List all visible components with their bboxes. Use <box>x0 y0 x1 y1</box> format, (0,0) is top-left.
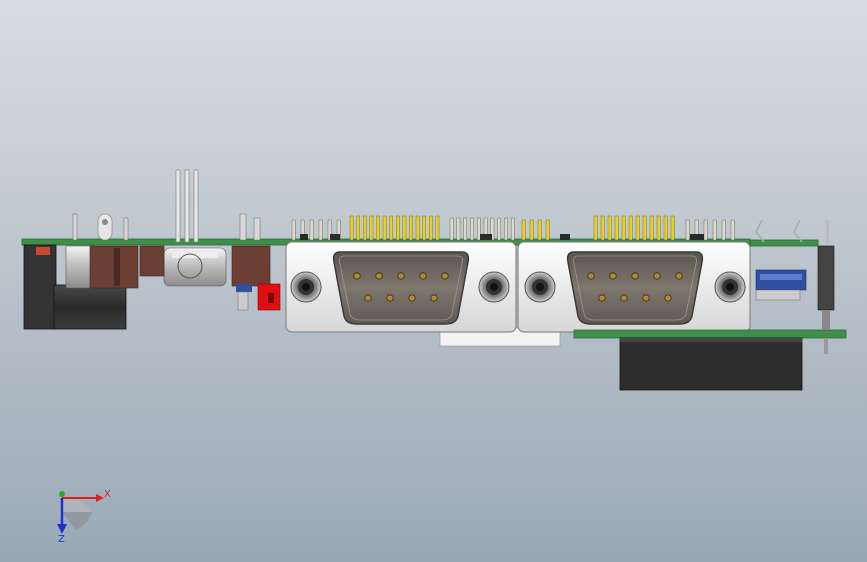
component-pin <box>318 219 323 241</box>
component-pin <box>470 217 474 241</box>
jackscrew-nut <box>714 271 746 303</box>
pin-hole <box>408 294 416 302</box>
component-pin <box>685 219 690 241</box>
pin-hole <box>664 294 672 302</box>
smd-chip <box>300 234 308 240</box>
component-pin <box>593 215 598 241</box>
component-pin <box>435 215 440 241</box>
smd-chip <box>560 234 570 240</box>
component-pin <box>291 219 296 241</box>
component-pin <box>600 215 605 241</box>
view-orientation-triad-icon[interactable]: X Z <box>57 489 111 545</box>
component-pin <box>712 219 717 241</box>
component-pin <box>369 215 374 241</box>
component-pin <box>382 215 387 241</box>
component-pin <box>511 217 515 241</box>
axis-x-label: X <box>104 489 111 500</box>
pin-hole <box>353 272 361 280</box>
component-pin <box>537 219 542 241</box>
pin-hole <box>430 294 438 302</box>
component-pin <box>349 215 354 241</box>
smd-chip <box>690 234 704 240</box>
pin-hole <box>653 272 661 280</box>
pin-hole <box>598 294 606 302</box>
db9-connector-1 <box>285 241 561 347</box>
component-pin <box>607 215 612 241</box>
component-pin <box>409 215 413 241</box>
component-pin <box>463 217 468 241</box>
component-pin <box>663 215 668 241</box>
pin-hole <box>375 272 383 280</box>
mini-din-connector <box>139 245 227 287</box>
smd-chip <box>480 234 492 240</box>
component-pin <box>429 215 433 241</box>
component-pin <box>545 219 550 241</box>
component-pin <box>402 215 407 241</box>
component-pin <box>376 215 380 241</box>
component-pins-row <box>291 215 735 241</box>
component-pin <box>504 217 508 241</box>
component-pin <box>396 215 400 241</box>
component-pin <box>656 215 661 241</box>
component-pin <box>389 215 394 241</box>
axis-z-label: Z <box>58 534 65 545</box>
pin-hole <box>364 294 372 302</box>
component-pin <box>628 215 633 241</box>
jackscrew-nut <box>524 271 556 303</box>
header-pins-tall <box>175 169 199 243</box>
right-standoff <box>817 220 835 354</box>
component-pin <box>327 219 332 241</box>
component-pin <box>635 215 640 241</box>
component-pin <box>529 219 534 241</box>
component-pin <box>721 219 726 241</box>
component-pin <box>730 219 735 241</box>
component-pin <box>703 219 708 241</box>
component-pin <box>363 215 367 241</box>
jackscrew-nut <box>478 271 510 303</box>
db9-connector-2 <box>517 241 751 333</box>
pin-hole <box>609 272 617 280</box>
component-pin <box>521 219 526 241</box>
component-pin <box>490 217 495 241</box>
component-pin <box>309 219 314 241</box>
component-pin <box>670 215 675 241</box>
blue-component <box>755 269 807 301</box>
pin-hole <box>587 272 595 280</box>
lower-pcb <box>573 329 847 391</box>
component-pin <box>415 215 420 241</box>
audio-jack-1 <box>65 213 139 289</box>
component-pin <box>356 215 361 241</box>
component-pin <box>497 217 502 241</box>
component-pin <box>422 215 427 241</box>
pin-hole <box>441 272 449 280</box>
power-jack <box>23 244 127 330</box>
right-pcb-strip <box>749 219 819 247</box>
component-pin <box>614 215 619 241</box>
pin-hole <box>397 272 405 280</box>
component-pin <box>642 215 647 241</box>
smd-chip <box>330 234 340 240</box>
component-pin <box>649 215 654 241</box>
pin-hole <box>675 272 683 280</box>
component-pin <box>449 217 454 241</box>
component-pin <box>477 217 481 241</box>
pin-hole <box>620 294 628 302</box>
component-pin <box>621 215 626 241</box>
pin-hole <box>419 272 427 280</box>
jackscrew-nut <box>290 271 322 303</box>
component-pin <box>456 217 461 241</box>
pin-hole <box>642 294 650 302</box>
pin-hole <box>631 272 639 280</box>
small-parts-left <box>236 213 261 311</box>
red-switch <box>257 283 281 311</box>
brown-component <box>231 245 271 287</box>
pin-hole <box>386 294 394 302</box>
